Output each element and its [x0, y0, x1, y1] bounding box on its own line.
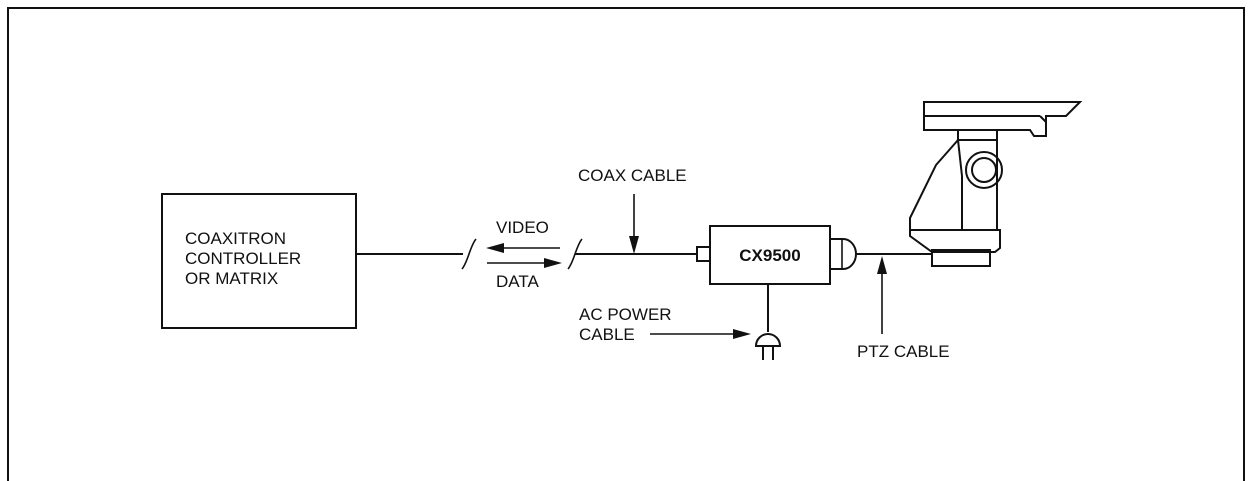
- ptz-cable-pointer: [877, 256, 887, 334]
- device-right-connector: [829, 238, 857, 270]
- ptz-camera-icon: [909, 101, 1083, 267]
- cable-break-mark-1: [461, 238, 477, 270]
- device-left-connector: [696, 246, 711, 262]
- ac-plug-icon: [754, 333, 782, 360]
- controller-label-line-2: CONTROLLER: [185, 249, 301, 268]
- coax-cable-pointer: [629, 194, 639, 254]
- controller-label-line-3: OR MATRIX: [185, 269, 278, 288]
- video-label: VIDEO: [496, 218, 549, 237]
- ac-power-pointer: [650, 329, 751, 339]
- cx9500-device: CX9500: [696, 225, 857, 285]
- ac-power-label-line-2: CABLE: [579, 325, 635, 344]
- data-label: DATA: [496, 272, 539, 291]
- ac-power-label-line-1: AC POWER: [579, 305, 672, 324]
- device-label: CX9500: [739, 246, 800, 265]
- controller-box: COAXITRON CONTROLLER OR MATRIX: [161, 193, 357, 329]
- controller-label-line-1: COAXITRON: [185, 229, 286, 248]
- coax-cable-label: COAX CABLE: [578, 166, 687, 185]
- ptz-cable-label: PTZ CABLE: [857, 342, 950, 361]
- data-arrow: [487, 258, 562, 268]
- video-arrow: [486, 243, 560, 253]
- outer-frame: [7, 7, 1245, 481]
